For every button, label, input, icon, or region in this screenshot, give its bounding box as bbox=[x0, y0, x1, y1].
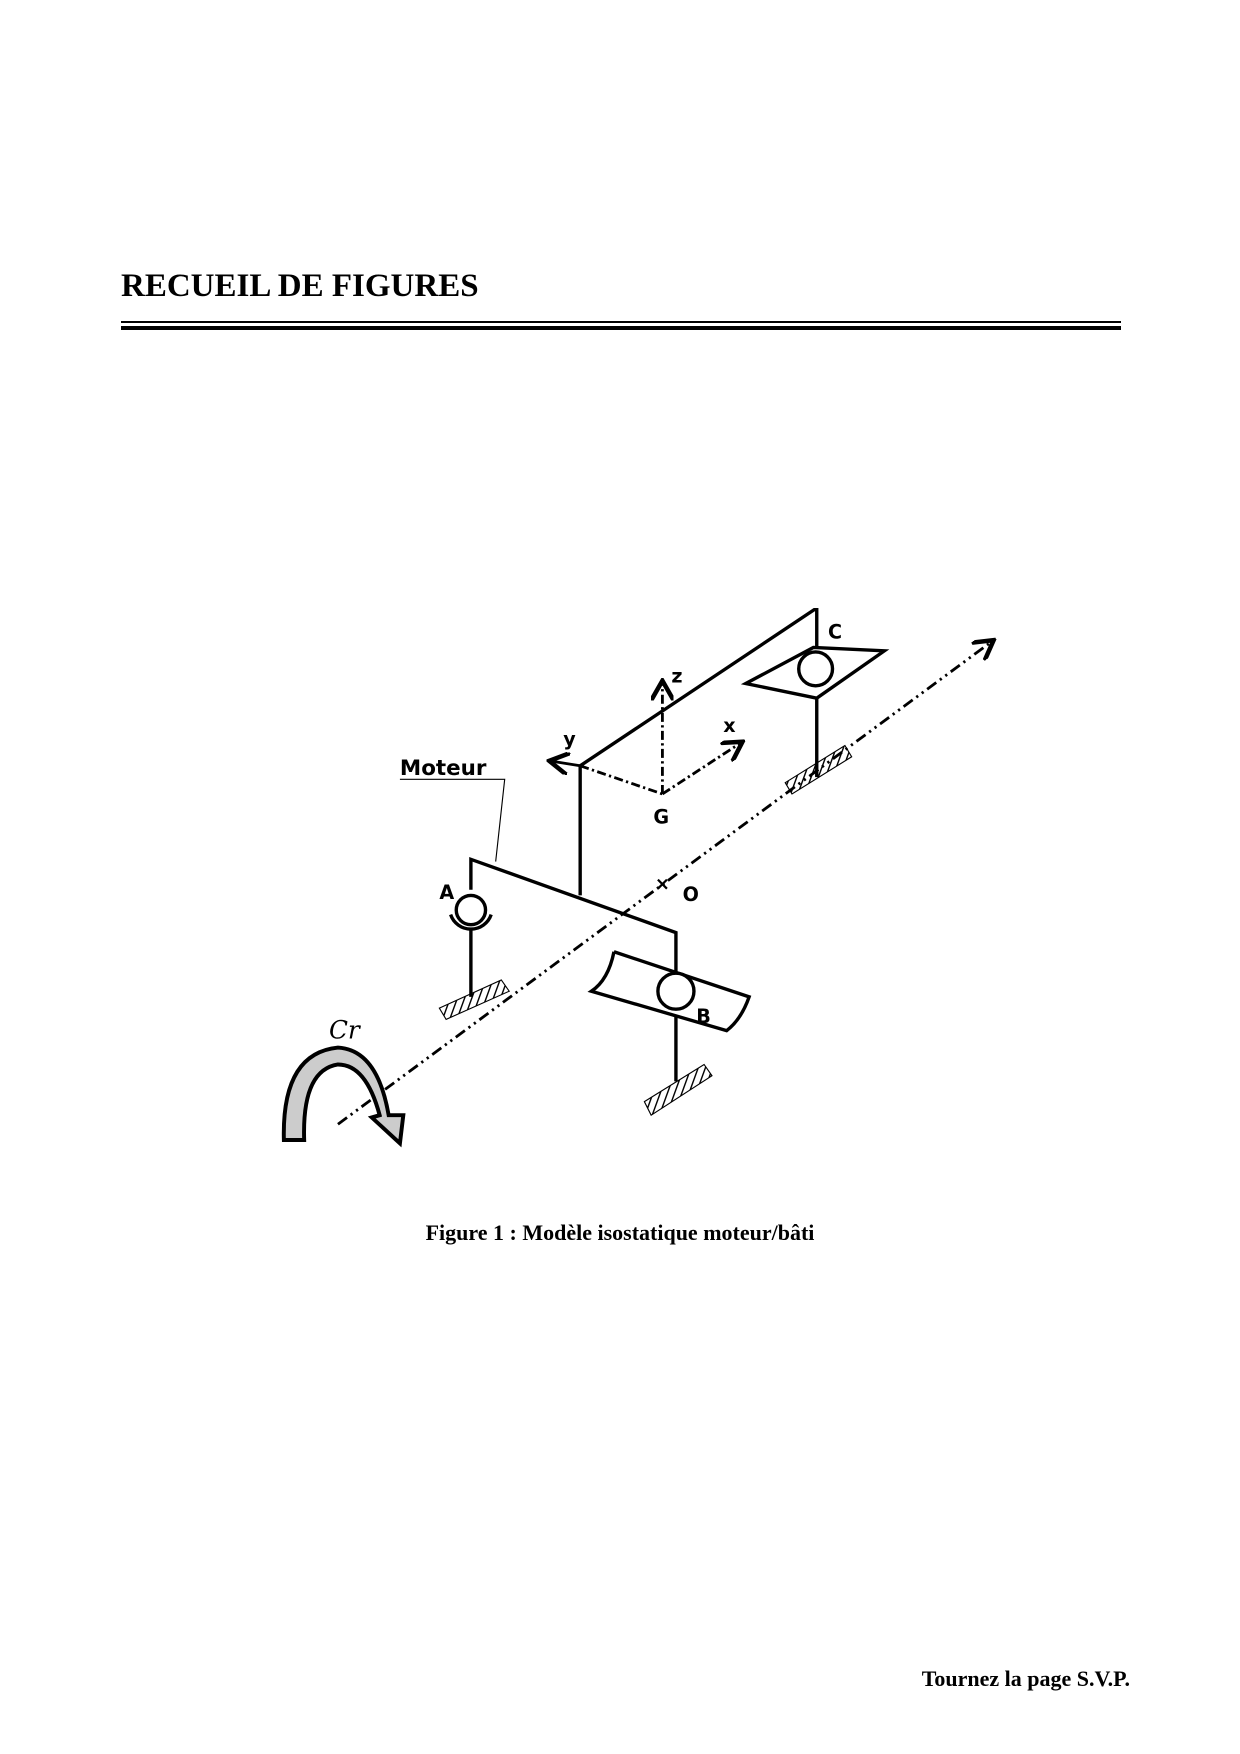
label-a: A bbox=[439, 881, 454, 904]
joint-c bbox=[797, 650, 835, 688]
x-axis-arrow bbox=[661, 743, 740, 796]
label-o: O bbox=[683, 883, 699, 906]
figure-caption: Figure 1 : Modèle isostatique moteur/bât… bbox=[425, 1220, 815, 1245]
label-x: x bbox=[723, 714, 736, 737]
motor-label: Moteur bbox=[400, 756, 487, 781]
label-b: B bbox=[696, 1005, 711, 1028]
ground-a bbox=[438, 979, 511, 1021]
label-z: z bbox=[671, 664, 682, 687]
label-couple: Cr bbox=[329, 1016, 362, 1045]
title-rule-thin bbox=[121, 321, 1121, 323]
joint-a bbox=[454, 893, 488, 927]
ground-c bbox=[784, 744, 853, 795]
rotation-axis bbox=[337, 642, 991, 1126]
label-c: C bbox=[828, 620, 842, 643]
isostatic-model-figure: Moteur A B C G O x y z Cr bbox=[281, 608, 997, 1148]
label-g: G bbox=[653, 805, 669, 828]
title-rule-thick bbox=[121, 326, 1121, 330]
joint-b bbox=[656, 971, 696, 1011]
ground-b bbox=[643, 1063, 713, 1117]
label-y: y bbox=[563, 728, 576, 751]
page-title: RECUEIL DE FIGURES bbox=[121, 268, 479, 304]
page-footer: Tournez la page S.V.P. bbox=[921, 1666, 1130, 1691]
couple-arrow bbox=[281, 1045, 406, 1148]
